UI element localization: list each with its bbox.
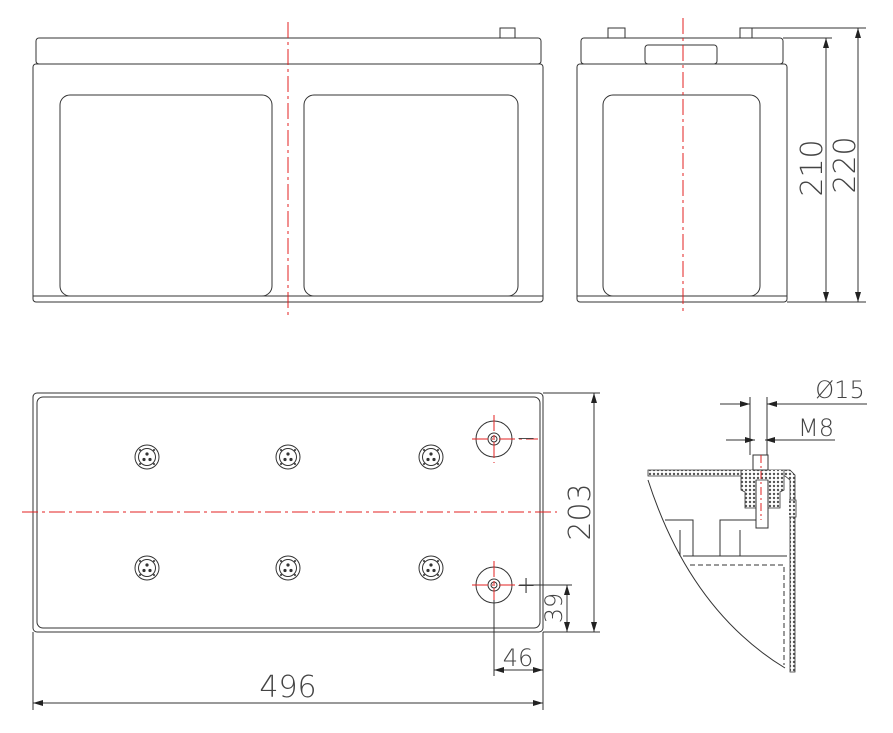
dim-width: 203 (563, 483, 598, 540)
dim-height-body: 210 (795, 139, 830, 196)
dim-terminal-diameter: Ø15 (815, 376, 864, 404)
vent-cap-icon (275, 444, 301, 470)
dim-thread: M8 (798, 414, 834, 442)
vent-cap-icon (134, 555, 160, 581)
terminal-detail-view: Ø15 M8 (647, 376, 867, 673)
top-view: − + 203 39 46 496 (22, 392, 600, 710)
vent-cap-icon (418, 555, 444, 581)
dim-length: 496 (259, 670, 316, 705)
vent-cap-icon (275, 555, 301, 581)
negative-sign: − (516, 424, 536, 452)
negative-terminal: − (472, 415, 538, 463)
side-view: 210 220 (576, 18, 866, 312)
front-view (32, 22, 544, 317)
dim-height-total: 220 (828, 136, 863, 193)
vent-cap-icon (418, 444, 444, 470)
dim-terminal-offset-x: 46 (503, 644, 534, 672)
dim-terminal-offset-y: 39 (540, 593, 568, 624)
vent-cap-icon (134, 444, 160, 470)
